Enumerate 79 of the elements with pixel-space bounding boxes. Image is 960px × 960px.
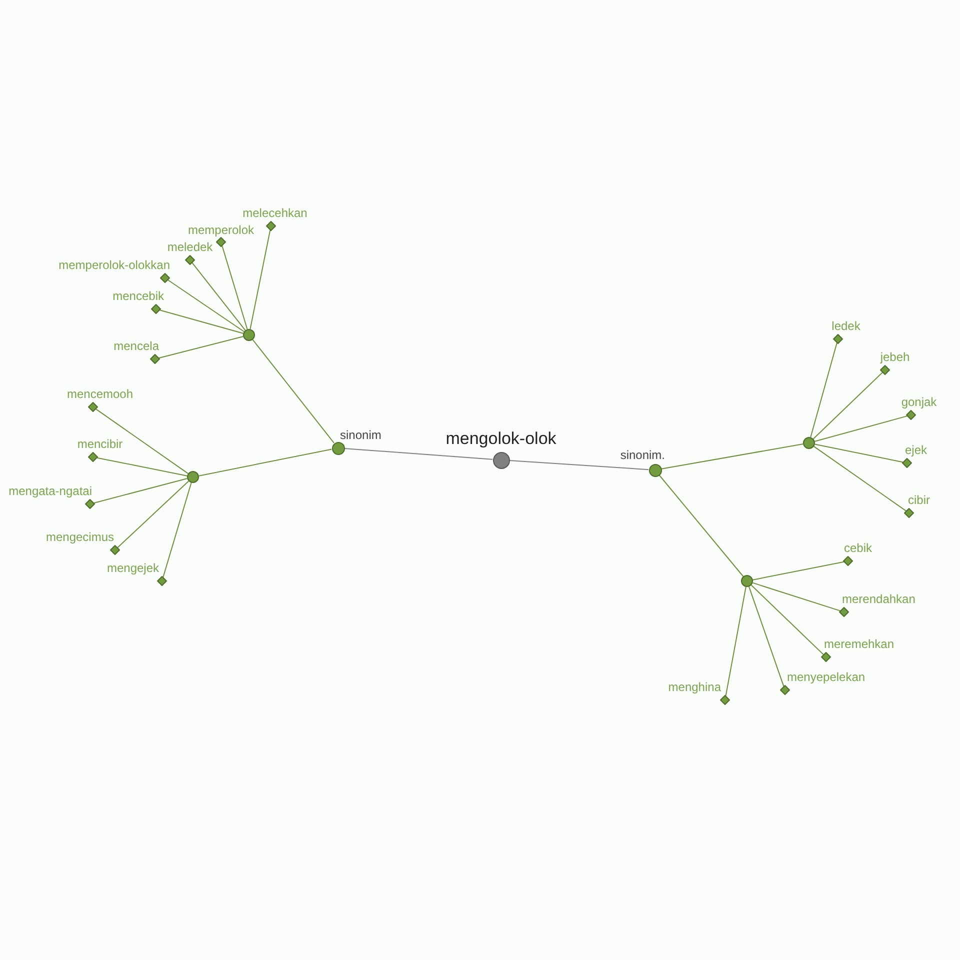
leaf-node <box>720 695 730 705</box>
hub-node <box>741 575 753 587</box>
connector-line <box>96 457 188 476</box>
leaf-node <box>266 221 276 231</box>
node-label: meledek <box>167 240 213 254</box>
leaf-node <box>833 334 843 344</box>
leaf-node <box>906 410 916 420</box>
connector-line <box>252 339 334 444</box>
node-label: sinonim <box>340 428 382 442</box>
leaf-node <box>839 607 849 617</box>
node-label: mencela <box>114 339 159 353</box>
connector-line <box>222 245 248 330</box>
hub-node <box>648 464 662 476</box>
leaf-node <box>902 458 912 468</box>
hub-node <box>803 437 815 449</box>
node-label: mencebik <box>112 289 164 303</box>
node-label: menyepelekan <box>787 670 866 684</box>
node-label: jebeh <box>880 350 910 364</box>
hub-node <box>243 329 255 341</box>
leaf-node <box>88 452 98 462</box>
node-label: mencibir <box>77 437 123 451</box>
root-node <box>492 452 510 468</box>
connector-line <box>813 446 907 512</box>
connector-line <box>93 478 188 504</box>
node-label: melecehkan <box>242 206 308 220</box>
leaf-node <box>821 652 831 662</box>
node-label: ledek <box>832 319 860 333</box>
leaf-node <box>85 499 95 509</box>
connector-line <box>812 372 883 440</box>
connector-line <box>198 448 332 476</box>
node-label: cebik <box>844 541 872 555</box>
connector-line <box>344 448 494 460</box>
connector-line <box>167 280 245 332</box>
connector-line <box>660 444 804 470</box>
connector-line <box>162 482 192 578</box>
connector-line <box>752 582 841 612</box>
connector-line <box>158 336 244 358</box>
node-label: mengolok-olok <box>446 429 556 449</box>
connector-line <box>658 474 744 577</box>
connector-line <box>117 480 190 548</box>
connector-line <box>508 460 650 470</box>
connector-line <box>192 262 246 331</box>
leaf-node <box>780 685 790 695</box>
node-label: mengata-ngatai <box>8 484 92 498</box>
leaf-node <box>880 365 890 375</box>
leaf-node <box>160 273 170 283</box>
leaf-node <box>843 556 853 566</box>
leaf-node <box>150 354 160 364</box>
connector-line <box>725 586 746 696</box>
node-label: cibir <box>908 493 930 507</box>
node-label: ejek <box>905 443 928 457</box>
leaf-node <box>185 255 195 265</box>
connector-line <box>810 342 838 438</box>
connector-line <box>159 310 244 334</box>
node-label: sinonim. <box>620 448 665 462</box>
connector-line <box>748 586 784 687</box>
connector-line <box>750 584 824 656</box>
node-label: mencemooh <box>66 387 134 401</box>
connector-line <box>814 416 908 442</box>
connector-line <box>752 561 844 580</box>
leaf-node <box>110 545 120 555</box>
node-label: meremehkan <box>824 637 894 651</box>
connector-line <box>250 230 271 330</box>
hub-node <box>187 471 199 483</box>
connector-line <box>95 408 189 474</box>
connector-line <box>814 444 904 463</box>
node-label: mengecimus <box>46 530 114 544</box>
node-label: memperolok-olokkan <box>58 258 170 272</box>
node-label: memperolok <box>188 223 254 237</box>
leaf-node <box>904 508 914 518</box>
node-label: mengejek <box>106 561 159 575</box>
node-label: menghina <box>668 680 721 694</box>
leaf-node <box>88 402 98 412</box>
node-label: merendahkan <box>842 592 916 606</box>
node-label: gonjak <box>901 395 937 409</box>
leaf-node <box>216 237 226 247</box>
leaf-node <box>151 304 161 314</box>
hub-node <box>332 442 344 454</box>
leaf-node <box>157 576 167 586</box>
